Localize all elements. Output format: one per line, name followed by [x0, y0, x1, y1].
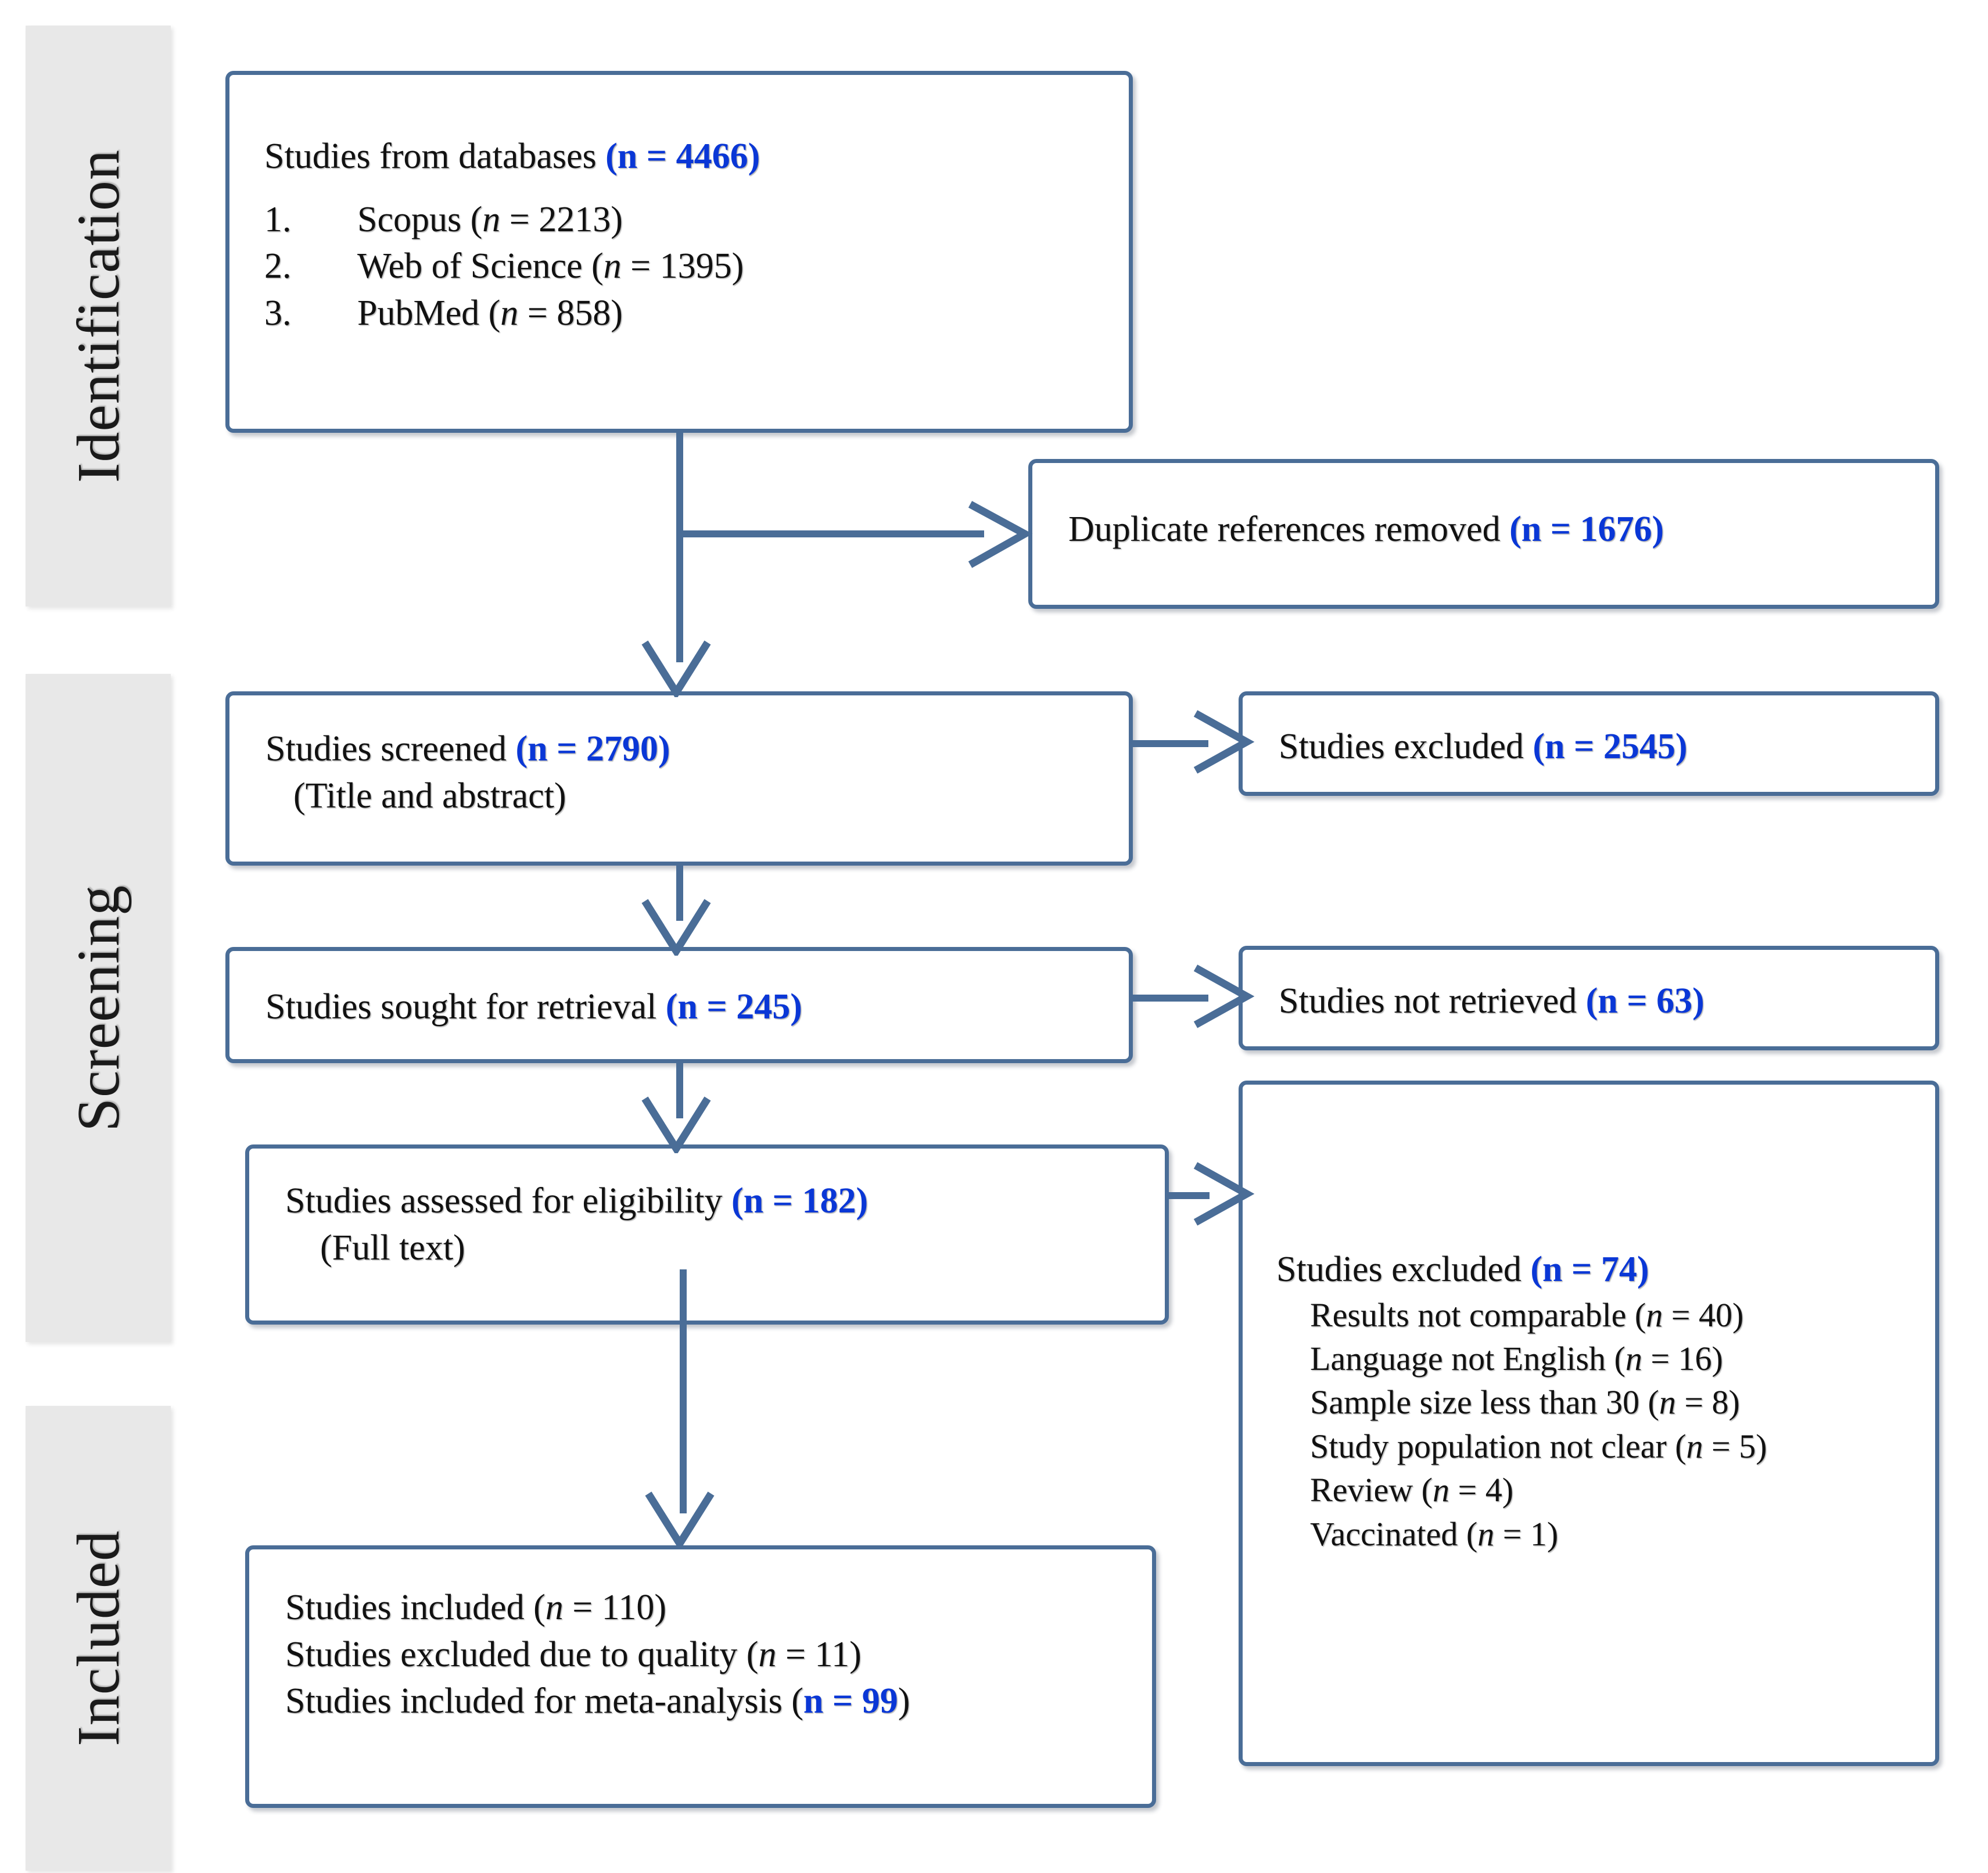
connector-databases-to-duplicates [676, 530, 984, 537]
arrow-sought-to-eligibility [641, 1095, 711, 1153]
box-studies-from-databases: Studies from databases (n = 4466) 1.Scop… [225, 71, 1133, 433]
box-studies-not-retrieved: Studies not retrieved (n = 63) [1239, 946, 1939, 1050]
not-retrieved-text: Studies not retrieved (n = 63) [1279, 981, 1704, 1021]
box-studies-excluded-screening: Studies excluded (n = 2545) [1239, 691, 1939, 796]
sought-text: Studies sought for retrieval (n = 245) [265, 987, 802, 1027]
connector-sought-to-not-retrieved [1133, 995, 1208, 1002]
phase-label-included: Included [64, 1530, 132, 1746]
exclusion-reason: Sample size less than 30 (n = 8) [1310, 1383, 1740, 1422]
box-studies-sought-for-retrieval: Studies sought for retrieval (n = 245) [225, 947, 1133, 1063]
phase-label-screening: Screening [64, 884, 132, 1132]
connector-databases-trunk [676, 433, 683, 662]
included-line: Studies excluded due to quality (n = 11) [285, 1634, 862, 1674]
screened-subtitle: (Title and abstract) [293, 776, 566, 816]
arrow-eligibility-to-included [645, 1490, 715, 1548]
duplicates-count: (n = 1676) [1509, 509, 1664, 549]
screened-excluded-text: Studies excluded (n = 2545) [1279, 727, 1688, 766]
box-studies-screened: Studies screened (n = 2790) (Title and a… [225, 691, 1133, 866]
screened-count: (n = 2790) [515, 729, 670, 769]
sought-count: (n = 245) [665, 987, 802, 1027]
included-line: Studies included (n = 110) [285, 1588, 667, 1627]
duplicates-text: Duplicate references removed (n = 1676) [1068, 509, 1664, 549]
arrow-databases-to-screened [641, 639, 711, 697]
connector-eligibility-to-excluded-full [1169, 1192, 1210, 1199]
phase-label-identification: Identification [64, 149, 132, 483]
connector-sought-trunk [676, 1063, 683, 1118]
arrow-eligibility-to-excluded-full [1191, 1162, 1255, 1226]
connector-screened-to-excluded [1133, 740, 1208, 747]
box-studies-excluded-full-text: Studies excluded (n = 74) Results not co… [1239, 1081, 1939, 1766]
arrow-screened-to-excluded [1191, 710, 1255, 774]
screened-excluded-count: (n = 2545) [1533, 727, 1688, 766]
box-studies-included: Studies included (n = 110) Studies exclu… [245, 1545, 1156, 1808]
not-retrieved-count: (n = 63) [1585, 981, 1704, 1021]
databases-heading-count: (n = 4466) [605, 137, 760, 176]
included-line-meta-analysis: Studies included for meta-analysis (n = … [285, 1681, 910, 1721]
screened-text: Studies screened (n = 2790) [265, 729, 670, 769]
exclusion-reason: Language not English (n = 16) [1310, 1339, 1723, 1377]
box-studies-assessed-for-eligibility: Studies assessed for eligibility (n = 18… [245, 1144, 1169, 1325]
excluded-full-heading: Studies excluded (n = 74) [1276, 1250, 1649, 1289]
arrow-sought-to-not-retrieved [1191, 964, 1255, 1028]
phase-block-identification: Identification [26, 26, 171, 607]
exclusion-reason: Results not comparable (n = 40) [1310, 1296, 1744, 1334]
databases-heading: Studies from databases (n = 4466) [264, 137, 760, 176]
exclusion-reason: Study population not clear (n = 5) [1310, 1427, 1767, 1465]
exclusion-reason: Vaccinated (n = 1) [1310, 1515, 1559, 1553]
connector-screened-trunk [676, 866, 683, 921]
excluded-full-count: (n = 74) [1530, 1250, 1649, 1289]
database-item-2: 2.Web of Science (n = 1395) [264, 246, 744, 286]
eligibility-subtitle: (Full text) [320, 1228, 465, 1268]
phase-block-screening: Screening [26, 674, 171, 1342]
database-item-3: 3.PubMed (n = 858) [264, 293, 623, 333]
database-item-1: 1.Scopus (n = 2213) [264, 199, 623, 239]
arrow-screened-to-sought [641, 898, 711, 956]
arrow-databases-to-duplicates [964, 500, 1034, 569]
connector-eligibility-trunk [680, 1269, 687, 1513]
phase-block-included: Included [26, 1406, 171, 1871]
box-duplicate-references-removed: Duplicate references removed (n = 1676) [1028, 459, 1939, 609]
exclusion-reason: Review (n = 4) [1310, 1471, 1514, 1509]
eligibility-count: (n = 182) [731, 1181, 869, 1221]
eligibility-text: Studies assessed for eligibility (n = 18… [285, 1181, 869, 1221]
